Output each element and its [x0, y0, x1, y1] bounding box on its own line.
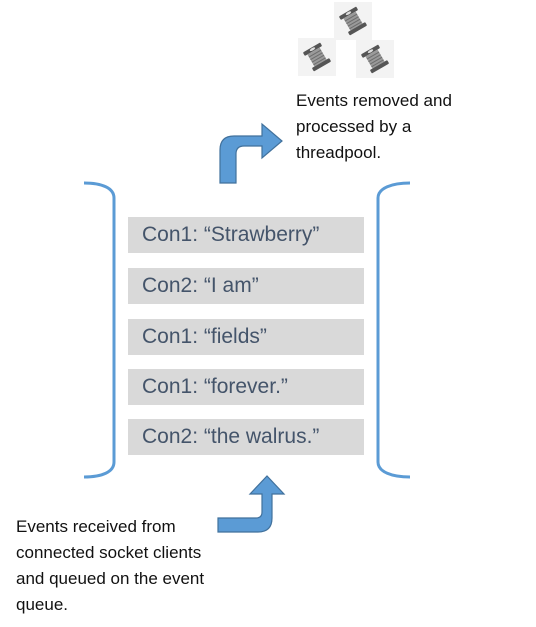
queue-item: Con2: “the walrus.”: [128, 419, 364, 455]
arrow-into-queue: [217, 475, 286, 533]
thread-spool-icon: [356, 40, 394, 78]
queue-item: Con1: “Strawberry”: [128, 217, 364, 253]
thread-spool-icon: [298, 38, 336, 76]
event-queue-caption: Events received from connected socket cl…: [16, 517, 205, 614]
thread-spool-icon: [334, 2, 372, 40]
left-bracket: [83, 181, 116, 479]
right-bracket: [376, 181, 411, 479]
arrow-to-threadpool: [219, 122, 283, 184]
queue-item: Con1: “fields”: [128, 319, 364, 355]
queue-item: Con2: “I am”: [128, 268, 364, 304]
threadpool-caption: Events removed and processed by a thread…: [296, 91, 452, 162]
queue-item: Con1: “forever.”: [128, 369, 364, 405]
